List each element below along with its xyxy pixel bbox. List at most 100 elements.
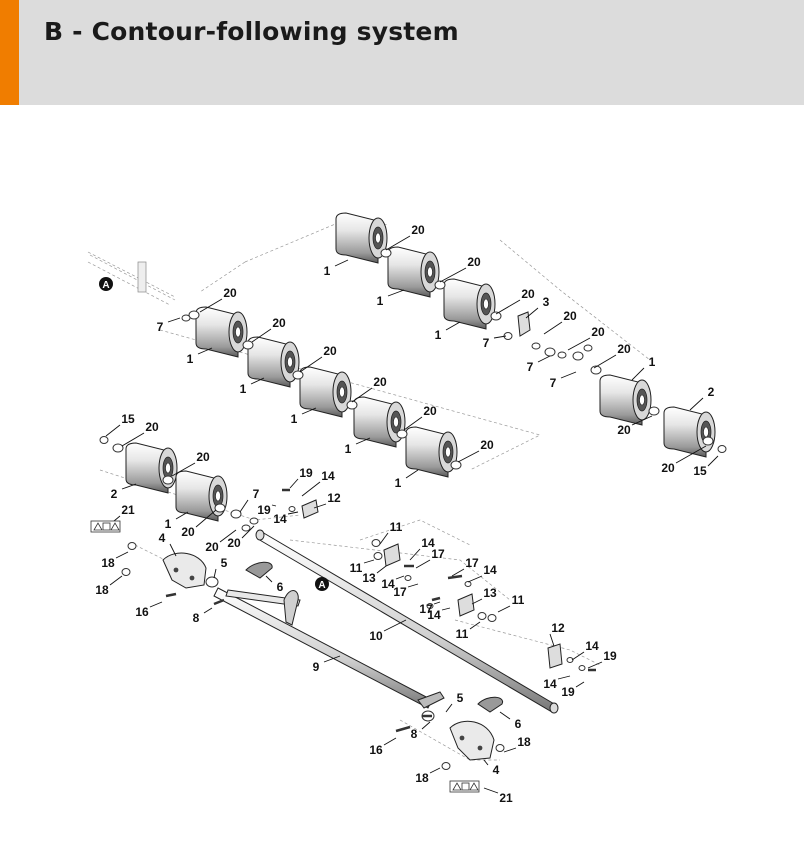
part-callout-11: 11: [350, 561, 363, 575]
part-callout-20: 20: [323, 344, 337, 358]
part-callout-1: 1: [240, 382, 247, 396]
leader-line: [631, 415, 653, 426]
washer: [121, 568, 131, 576]
svg-text:A: A: [102, 280, 109, 291]
part-callout-21: 21: [499, 791, 513, 805]
washer: [230, 509, 242, 519]
leader-line: [167, 317, 181, 323]
leader-line: [383, 737, 397, 746]
leader-line: [469, 621, 481, 630]
leader-line: [199, 298, 223, 313]
part-callout-12: 12: [327, 491, 341, 505]
part-callout-20: 20: [467, 255, 481, 269]
leader-line: [387, 289, 405, 297]
part-callout-19: 19: [561, 685, 575, 699]
washer: [566, 657, 574, 663]
leader-line: [571, 651, 585, 661]
warning-label-21-right: [449, 780, 480, 793]
bolt: [447, 574, 463, 580]
washer: [464, 581, 472, 587]
part-callout-2: 2: [111, 487, 118, 501]
part-callout-17: 17: [431, 547, 445, 561]
part-callout-1: 1: [377, 294, 384, 308]
leader-line: [239, 499, 249, 513]
washer: [396, 429, 408, 439]
leader-line: [503, 747, 517, 753]
leader-line: [149, 601, 163, 608]
roller: [387, 246, 440, 298]
washer: [380, 248, 392, 258]
washer: [702, 436, 714, 446]
washer: [99, 436, 109, 444]
leader-line: [203, 607, 213, 614]
leader-line: [219, 529, 237, 543]
part-callout-8: 8: [193, 611, 200, 625]
part-callout-14: 14: [273, 512, 287, 526]
leader-line: [433, 601, 441, 605]
part-callout-20: 20: [223, 286, 237, 300]
washer: [112, 443, 124, 453]
part-callout-13: 13: [483, 586, 497, 600]
washer: [241, 524, 251, 532]
washer: [242, 340, 254, 350]
washer: [648, 406, 660, 416]
part-callout-14: 14: [321, 469, 335, 483]
leader-line: [379, 532, 389, 545]
leader-line: [395, 575, 405, 580]
part-callout-11: 11: [512, 593, 525, 607]
leader-line: [707, 455, 719, 467]
leader-line: [105, 424, 121, 437]
leader-line: [301, 407, 317, 415]
leader-line: [334, 259, 349, 267]
leader-line: [415, 559, 431, 569]
part-callout-4: 4: [159, 531, 166, 545]
roller: [195, 306, 248, 358]
leader-line: [409, 548, 421, 561]
ring-group: [99, 248, 727, 770]
leader-line: [289, 478, 299, 489]
leader-line: [385, 235, 411, 251]
part-callout-20: 20: [563, 309, 577, 323]
plate-3: [517, 311, 531, 337]
leader-line: [407, 583, 419, 588]
leader-line: [439, 267, 467, 283]
part-callout-9: 9: [313, 660, 320, 674]
part-callout-13: 13: [362, 571, 376, 585]
washer: [490, 311, 502, 321]
washer: [426, 603, 434, 609]
part-callout-20: 20: [196, 450, 210, 464]
leader-line: [287, 511, 299, 515]
leader-line: [441, 607, 451, 611]
washer: [578, 665, 586, 671]
shaft-9: [213, 587, 445, 709]
leader-line: [497, 605, 511, 613]
part-callout-20: 20: [480, 438, 494, 452]
leader-line: [323, 655, 341, 663]
part-callout-14: 14: [483, 563, 497, 577]
leader-line: [471, 598, 483, 605]
roller: [125, 442, 178, 494]
washer: [214, 503, 226, 513]
leader-line: [351, 387, 373, 403]
washer: [717, 445, 727, 453]
part-callout-1: 1: [435, 328, 442, 342]
leader-line: [495, 299, 521, 315]
leader-line: [543, 321, 563, 335]
washer: [531, 342, 541, 350]
shaft-upper-left: [87, 251, 176, 306]
part-callout-8: 8: [411, 727, 418, 741]
part-callout-20: 20: [617, 342, 631, 356]
header-bar: B - Contour-following system: [0, 0, 804, 105]
leader-line: [355, 437, 371, 445]
part-callout-14: 14: [381, 577, 395, 591]
leader-line: [251, 328, 272, 343]
part-callout-2: 2: [708, 385, 715, 399]
washer: [346, 400, 358, 410]
bolt: [431, 596, 441, 602]
leader-line: [549, 633, 555, 647]
washer: [477, 612, 487, 620]
leader-line: [195, 509, 217, 528]
part-callout-20: 20: [423, 404, 437, 418]
washer: [583, 344, 593, 352]
part-callout-15: 15: [121, 412, 135, 426]
